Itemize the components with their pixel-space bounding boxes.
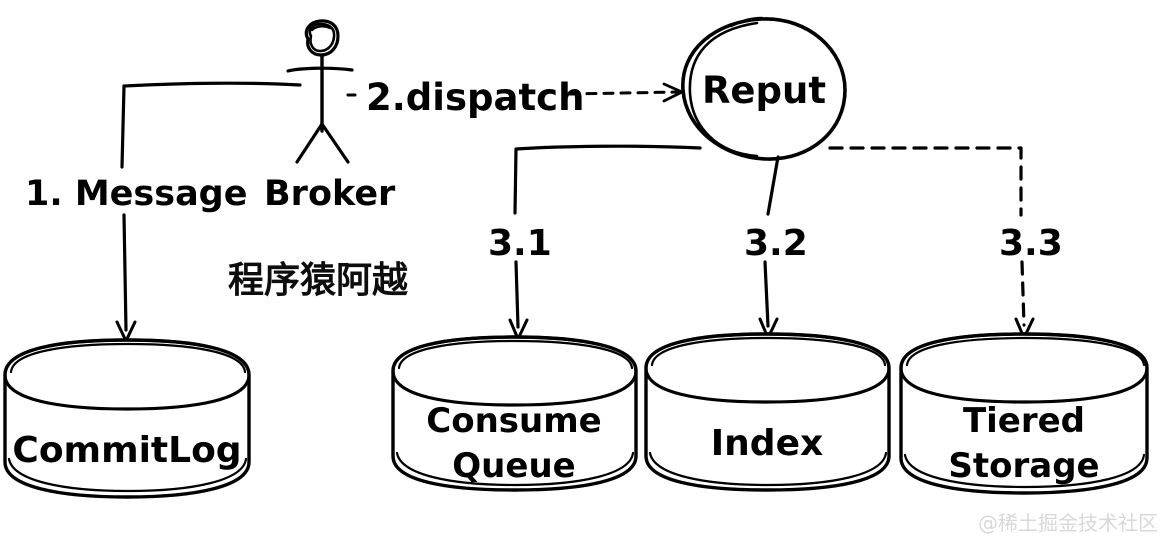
actor-arms-icon <box>286 66 354 73</box>
consume-queue-label-line1: Consume <box>426 401 601 441</box>
commitlog-label: CommitLog <box>12 430 241 471</box>
actor-head-inner-icon <box>308 22 336 53</box>
index-top-ellipse-second <box>650 336 887 367</box>
edge-3-3-label: 3.3 <box>999 223 1063 264</box>
edge-3-3: 3.3 <box>828 146 1063 340</box>
tiered-storage-top-ellipse <box>899 332 1149 404</box>
edge-3-1-path-top <box>513 144 702 215</box>
reput-label: Reput <box>702 69 826 112</box>
edge-2-label: 2.dispatch <box>366 76 584 119</box>
actor-label: Broker <box>264 174 396 214</box>
tiered-storage-label-line2: Storage <box>948 446 1099 486</box>
index-body <box>644 332 891 492</box>
edge-3-1: 3.1 <box>488 144 702 341</box>
consume-queue-bottom-shade <box>395 451 635 487</box>
edge-3-2-path-bottom <box>763 260 770 328</box>
edge-3-3-path-bottom <box>1020 260 1026 327</box>
tiered-storage-top-ellipse-second <box>905 336 1146 367</box>
tiered-storage-label-line1: Tiered <box>963 401 1085 441</box>
consume-queue-top-ellipse-second <box>397 339 634 370</box>
edge-3-2-path-top <box>766 155 780 216</box>
index-top-ellipse <box>644 332 891 404</box>
commitlog-bottom-shade <box>7 457 248 493</box>
commitlog-top-ellipse <box>3 338 251 411</box>
reput-circle-tail-icon <box>729 16 764 28</box>
index-bottom-shade <box>648 451 888 487</box>
store-tiered-storage[interactable]: Tiered Storage <box>899 332 1149 495</box>
actor-head-scribble-icon <box>310 25 332 32</box>
edge-3-2-label: 3.2 <box>744 223 808 264</box>
edge-1-message: 1. Message <box>25 81 302 343</box>
edge-3-1-path-bottom <box>514 260 520 329</box>
store-commitlog[interactable]: CommitLog <box>3 338 251 499</box>
consume-queue-top-ellipse <box>391 335 638 407</box>
commitlog-body <box>3 338 251 499</box>
store-index[interactable]: Index <box>644 332 891 492</box>
consume-queue-label-line2: Queue <box>452 446 575 486</box>
actor-head-icon <box>304 19 340 57</box>
edge-1-label: 1. Message <box>25 174 247 214</box>
edge-2-path-right <box>568 90 680 96</box>
edge-1-path <box>120 81 302 169</box>
author-annotation: 程序猿阿越 <box>228 260 409 301</box>
reput-circle-outline-second <box>688 21 759 158</box>
edge-2-dispatch: 2.dispatch <box>346 76 684 119</box>
edge-1-path-lower <box>122 213 128 332</box>
edge-3-1-label: 3.1 <box>488 223 552 264</box>
tiered-storage-bottom-shade <box>903 453 1146 489</box>
watermark: @稀土掘金技术社区 <box>978 511 1158 535</box>
store-consume-queue[interactable]: Consume Queue <box>391 335 638 492</box>
edge-3-2: 3.2 <box>744 155 808 340</box>
edge-3-3-path-top <box>828 146 1023 217</box>
actor-leg-left-icon <box>295 122 324 164</box>
actor-leg-right-icon <box>320 122 350 164</box>
index-label: Index <box>711 423 823 464</box>
reput-circle-outline <box>681 17 847 161</box>
edge-2-arrowhead-icon <box>662 82 684 103</box>
reput-circle[interactable]: Reput <box>681 16 847 161</box>
commitlog-top-ellipse-second <box>9 342 247 374</box>
stick-figure-actor <box>286 19 354 164</box>
